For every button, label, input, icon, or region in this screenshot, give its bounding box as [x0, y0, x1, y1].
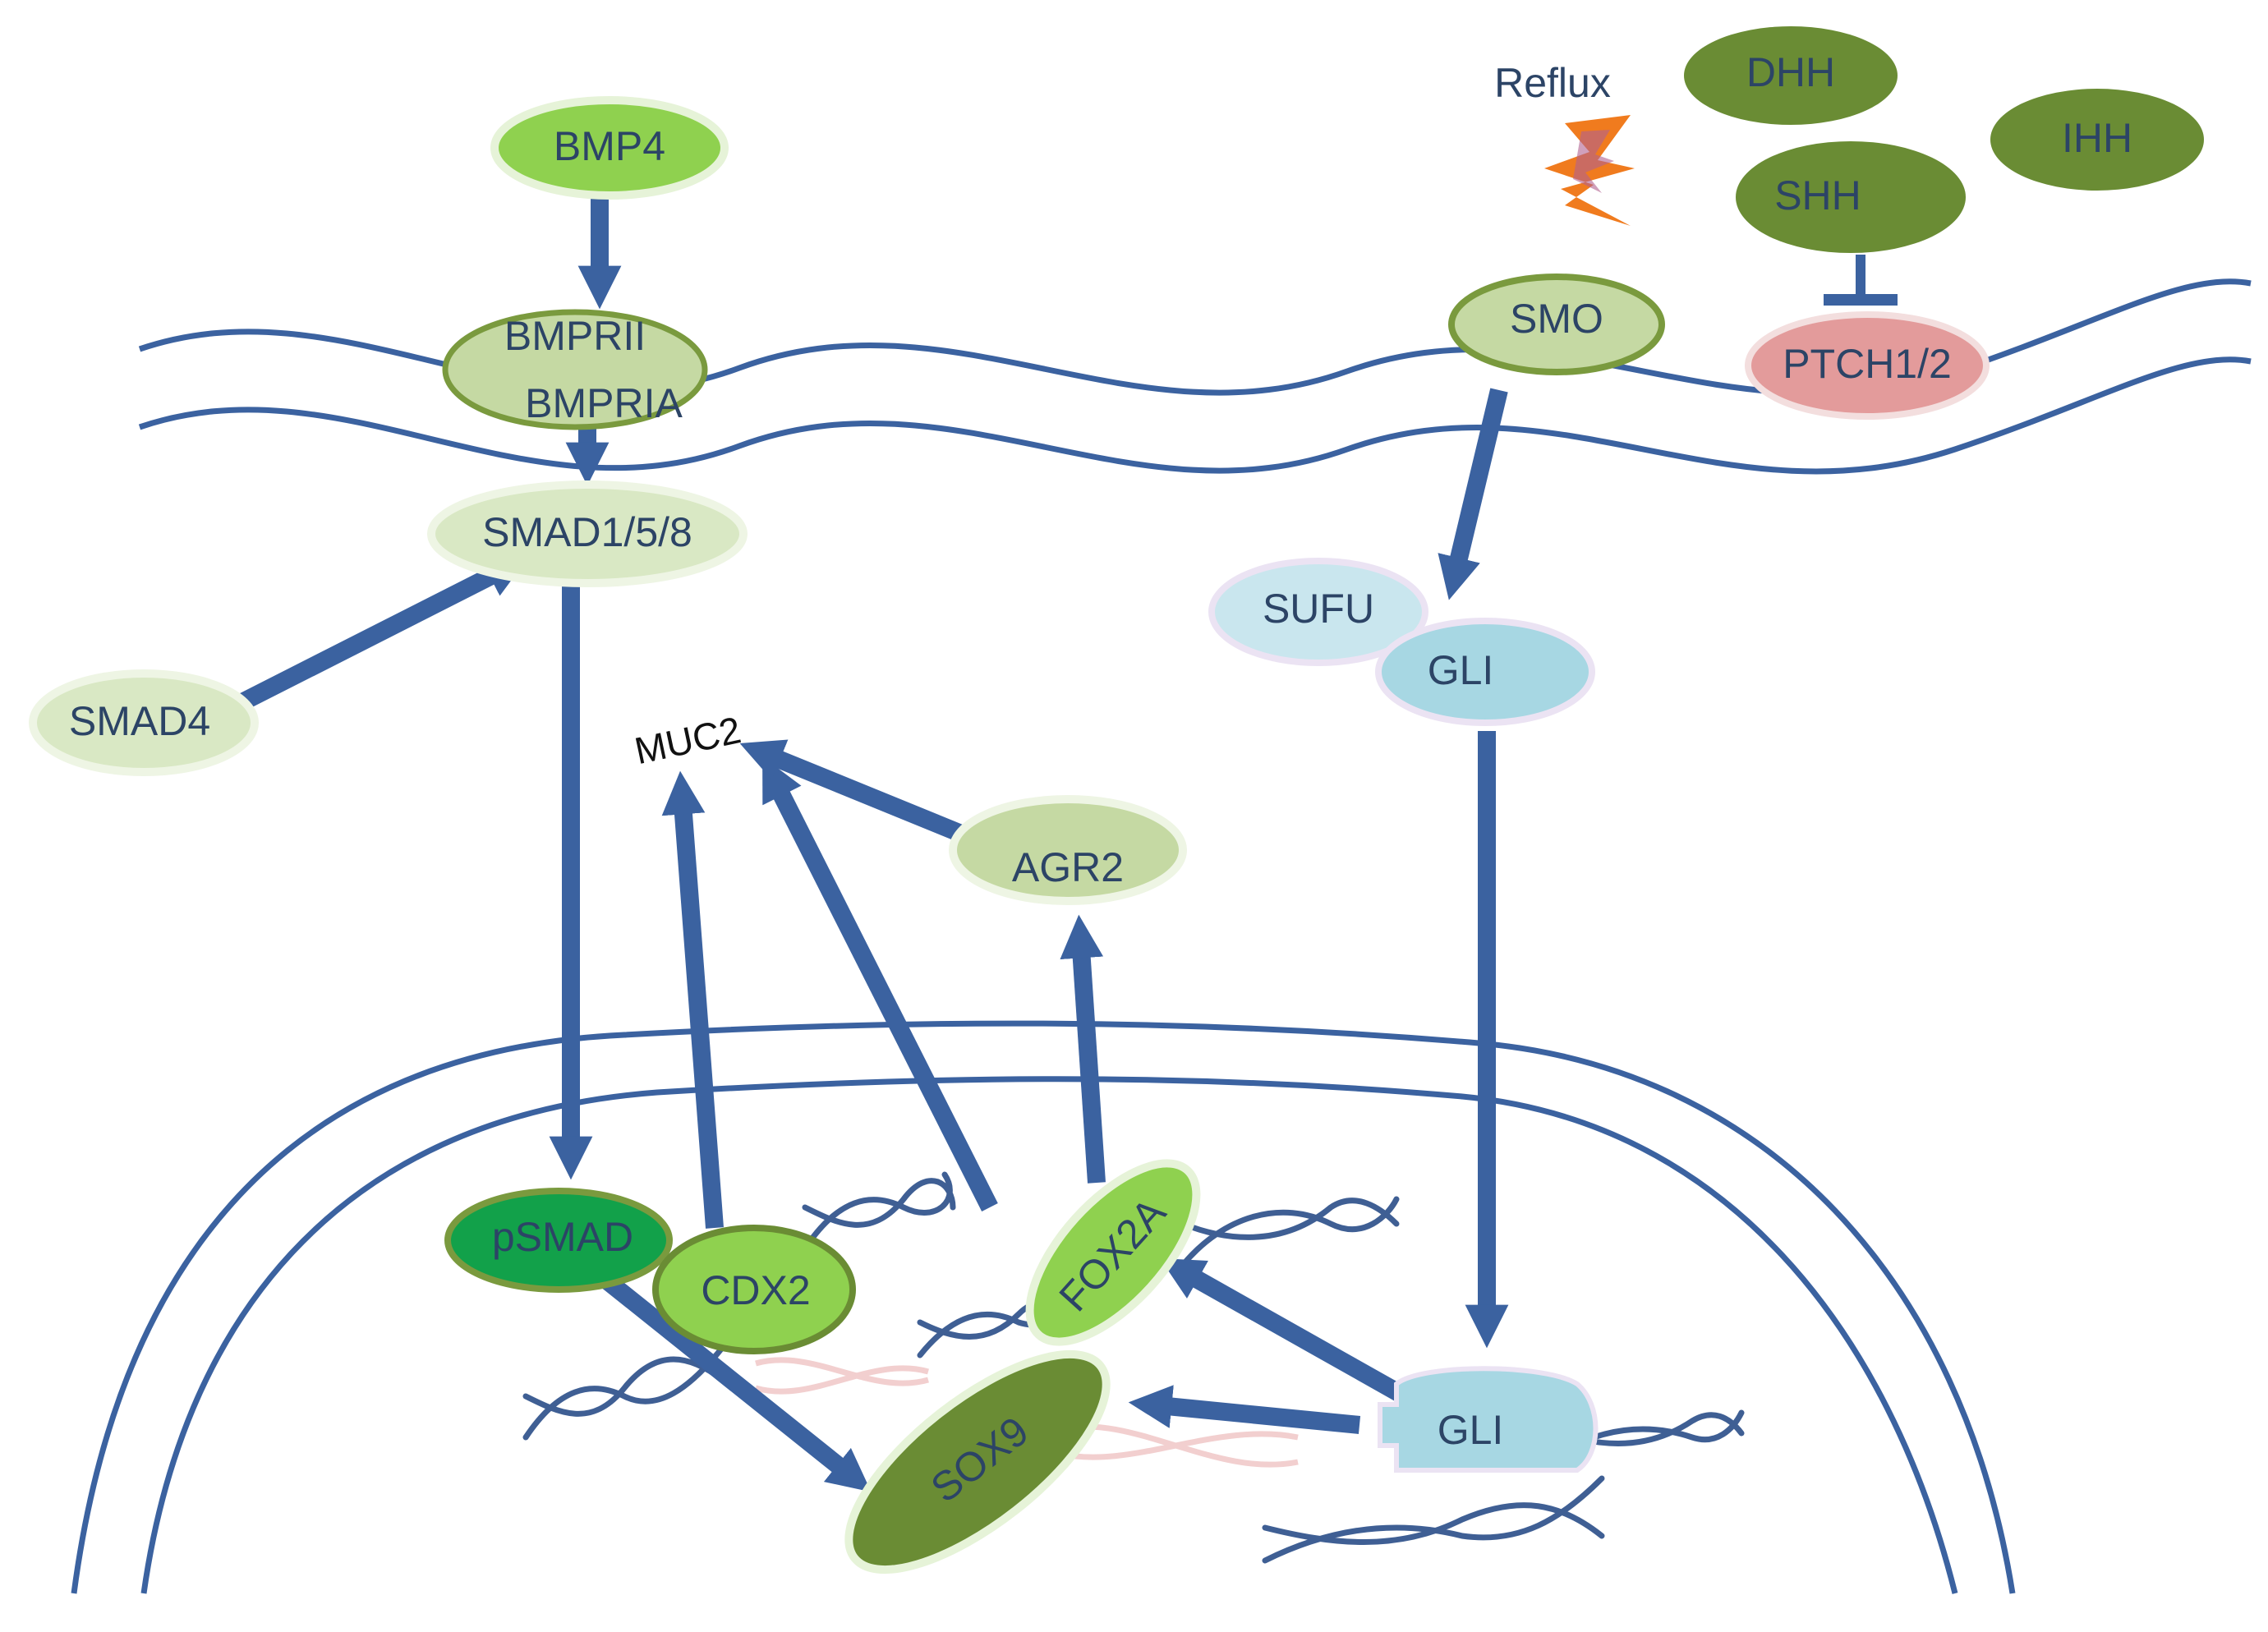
node-muc2: MUC2 — [631, 708, 744, 772]
svg-text:SHH: SHH — [1774, 172, 1861, 218]
node-reflux: Reflux — [1494, 60, 1611, 106]
node-fox2a: FOX2A — [1025, 1159, 1201, 1346]
node-smo: SMO — [1448, 274, 1665, 375]
nuclear-envelope-outer — [71, 1020, 2016, 1594]
arrow-smad4-to-smad158 — [222, 557, 529, 719]
node-ptch: PTCH1/2 — [1745, 311, 1990, 420]
dna-helix-icon — [1180, 1196, 1400, 1268]
svg-text:pSMAD: pSMAD — [492, 1214, 633, 1260]
node-sufu: SUFU — [1208, 558, 1428, 666]
svg-text:SMO: SMO — [1510, 296, 1603, 342]
svg-text:BMPRIA: BMPRIA — [525, 380, 683, 426]
node-shh: SHH — [1736, 141, 1966, 253]
node-psmad: pSMAD — [444, 1188, 673, 1293]
arrow-gli-to-sox9 — [1128, 1385, 1361, 1434]
svg-text:BMPRII: BMPRII — [504, 313, 646, 359]
arrow-fox2a-to-agr2 — [1060, 914, 1106, 1184]
lightning-bolt-icon — [1544, 115, 1635, 226]
node-agr2: AGR2 — [949, 795, 1187, 905]
svg-text:PTCH1/2: PTCH1/2 — [1783, 341, 1952, 387]
arrow-smo-to-gli — [1438, 388, 1508, 600]
node-ihh: IHH — [1990, 89, 2204, 191]
node-bmp4: BMP4 — [490, 96, 729, 200]
svg-text:GLI: GLI — [1428, 647, 1494, 693]
svg-text:GLI: GLI — [1438, 1407, 1504, 1453]
svg-text:MUC2: MUC2 — [631, 708, 744, 772]
svg-text:SUFU: SUFU — [1263, 586, 1374, 632]
node-dhh: DHH — [1684, 26, 1898, 125]
svg-text:AGR2: AGR2 — [1012, 844, 1124, 890]
arrow-agr2-to-muc2 — [739, 739, 965, 843]
inhibition-shh-ptch — [1824, 255, 1898, 306]
node-gli-nucleus: GLI — [1378, 1366, 1599, 1473]
arrow-psmad-to-sox9 — [602, 1274, 872, 1492]
svg-text:SMAD4: SMAD4 — [69, 698, 210, 744]
node-cdx2: CDX2 — [652, 1225, 856, 1354]
svg-text:DHH: DHH — [1746, 49, 1835, 95]
nuclear-envelope-inner — [140, 1076, 1958, 1594]
svg-text:CDX2: CDX2 — [701, 1267, 810, 1313]
node-sox9: SOX9 — [844, 1349, 1111, 1575]
node-smad4: SMAD4 — [29, 669, 259, 776]
dna-helix-icon — [522, 1344, 726, 1441]
svg-text:IHH: IHH — [2062, 115, 2132, 161]
svg-text:BMP4: BMP4 — [554, 123, 665, 169]
node-smad158: SMAD1/5/8 — [427, 480, 748, 587]
arrow-gli-to-fox2a — [1160, 1258, 1410, 1404]
dna-helix-icon — [802, 1171, 956, 1252]
dna-helix-icon — [1262, 1475, 1605, 1564]
svg-text:Reflux: Reflux — [1494, 60, 1611, 106]
cell-membrane-inner — [138, 356, 2252, 475]
arrow-sox9region-to-muc2 — [762, 756, 998, 1211]
svg-text:SMAD1/5/8: SMAD1/5/8 — [482, 509, 692, 555]
arrow-cdx2-to-muc2 — [661, 770, 724, 1229]
node-gli-cytoplasm: GLI — [1375, 618, 1595, 726]
node-bmp-receptor: BMPRII BMPRIA — [442, 309, 708, 430]
